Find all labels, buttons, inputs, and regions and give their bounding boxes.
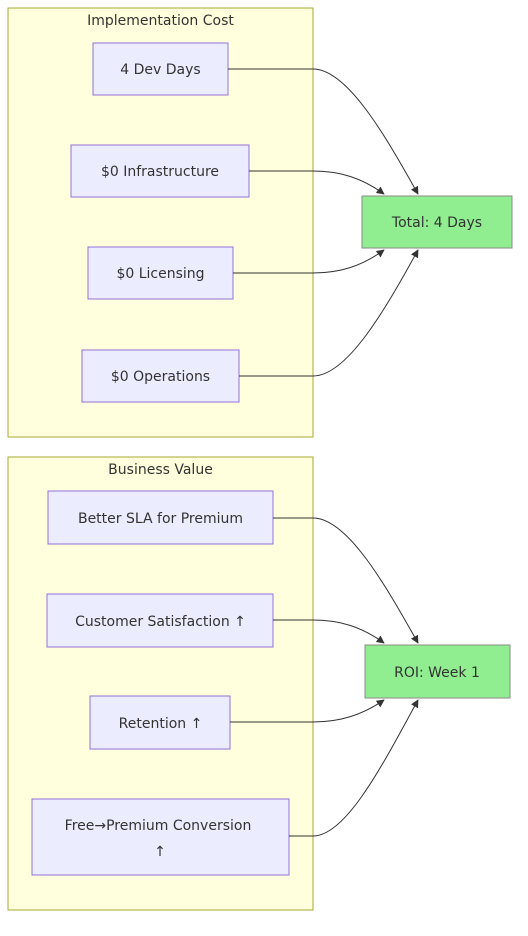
node-customer-satisfaction: Customer Satisfaction ↑ <box>46 593 274 648</box>
node-operations: $0 Operations <box>81 349 240 403</box>
edge-retention-to-roi <box>230 699 385 723</box>
node-label: Customer Satisfaction ↑ <box>75 614 246 630</box>
node-label: $0 Infrastructure <box>101 164 219 180</box>
group-implementation-cost: Implementation Cost 4 Dev Days $0 Infras… <box>7 7 314 438</box>
node-licensing: $0 Licensing <box>87 246 234 300</box>
edge-licensing-to-total <box>233 249 385 274</box>
edge-infrastructure-to-total <box>249 170 385 195</box>
node-label: $0 Licensing <box>116 266 204 282</box>
edge-conversion-to-roi <box>289 699 419 837</box>
edge-operations-to-total <box>239 249 419 377</box>
result-label: ROI: Week 1 <box>394 665 480 681</box>
node-free-premium-conversion: Free→Premium Conversion ↑ <box>31 798 290 876</box>
node-label: Retention ↑ <box>119 716 203 732</box>
node-label-line-2: ↑ <box>154 844 166 860</box>
result-label: Total: 4 Days <box>391 215 482 231</box>
node-label: $0 Operations <box>111 369 210 385</box>
node-label: Better SLA for Premium <box>78 511 243 527</box>
node-label: 4 Dev Days <box>120 62 200 78</box>
edge-dev-days-to-total <box>228 68 419 195</box>
edges <box>228 68 419 837</box>
node-better-sla: Better SLA for Premium <box>47 490 274 545</box>
group-business-value: Business Value Better SLA for Premium Cu… <box>7 456 314 911</box>
node-retention: Retention ↑ <box>89 695 231 750</box>
group-title: Business Value <box>108 462 213 478</box>
edge-customer-satisfaction-to-roi <box>273 619 385 644</box>
result-total: Total: 4 Days <box>361 195 513 249</box>
node-dev-days: 4 Dev Days <box>92 42 229 96</box>
result-roi: ROI: Week 1 <box>364 644 511 699</box>
node-infrastructure: $0 Infrastructure <box>70 144 250 198</box>
edge-better-sla-to-roi <box>273 517 419 644</box>
group-title: Implementation Cost <box>87 13 234 29</box>
node-label: Free→Premium Conversion <box>65 818 252 834</box>
